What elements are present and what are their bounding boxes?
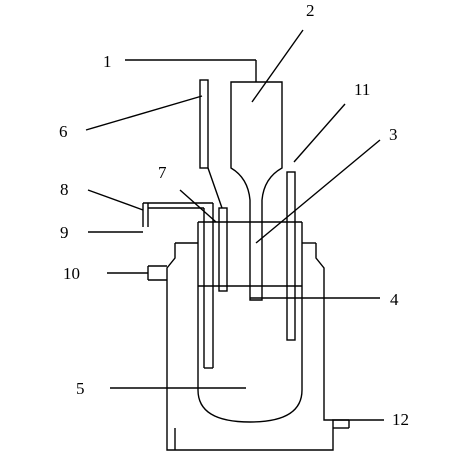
funnel [230, 60, 283, 301]
label-12: 12 [392, 410, 409, 429]
leader-lines [85, 29, 384, 421]
label-2: 2 [306, 1, 315, 20]
label-1: 1 [103, 52, 112, 71]
label-3: 3 [389, 125, 398, 144]
label-11: 11 [354, 80, 370, 99]
outer-jacket [166, 243, 350, 451]
label-6: 6 [59, 122, 68, 141]
label-4: 4 [390, 290, 399, 309]
label-10: 10 [63, 264, 80, 283]
label-8: 8 [60, 180, 69, 199]
gas-inlet-tube [142, 202, 214, 369]
label-5: 5 [76, 379, 85, 398]
number-labels: 1 2 3 4 5 6 7 8 9 10 11 12 [59, 1, 409, 429]
thermometer [199, 79, 228, 292]
side-inlet-tube [147, 265, 167, 281]
rod-electrode [286, 171, 296, 341]
label-9: 9 [60, 223, 69, 242]
label-7: 7 [158, 163, 167, 182]
